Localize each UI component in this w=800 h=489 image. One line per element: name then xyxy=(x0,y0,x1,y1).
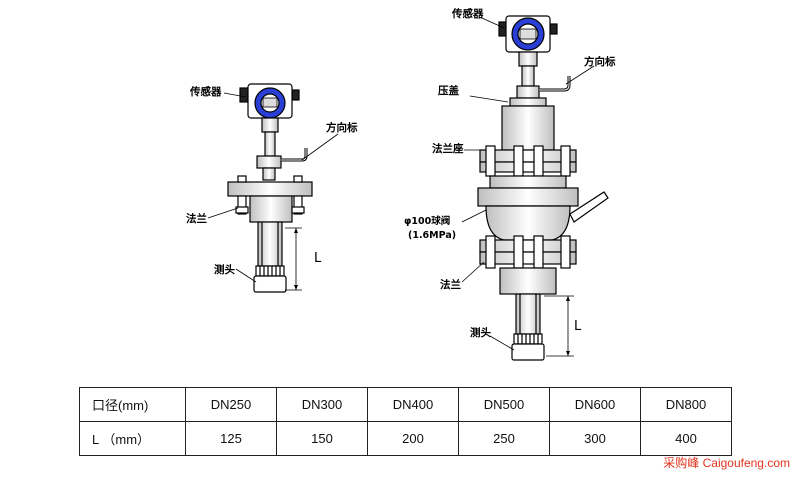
left-sensor-head xyxy=(239,83,300,119)
spec-row-label: L （mm） xyxy=(79,421,186,456)
spec-length-cell: 125 xyxy=(185,421,277,456)
spec-length-cell: 200 xyxy=(367,421,459,456)
spec-diameter-cell: DN500 xyxy=(458,387,550,422)
spec-length-cell: 300 xyxy=(549,421,641,456)
right-probe-label: 测头 xyxy=(470,326,491,339)
left-probe-label: 测头 xyxy=(214,263,235,276)
left-sensor-label: 传感器 xyxy=(189,85,222,98)
right-diagram xyxy=(461,15,609,361)
left-flange-label: 法兰 xyxy=(186,212,207,225)
right-sensor-head xyxy=(498,15,558,53)
right-dim-label: L xyxy=(574,319,582,334)
left-diagram xyxy=(207,83,339,293)
right-valve-pressure-label: (1.6MPa) xyxy=(408,230,456,241)
spec-diameter-cell: DN600 xyxy=(549,387,641,422)
right-sensor-label: 传感器 xyxy=(451,7,484,20)
spec-length-cell: 400 xyxy=(640,421,732,456)
spec-row-diameter: 口径(mm) DN250 DN300 DN400 DN500 DN600 DN8… xyxy=(79,387,732,422)
right-valve-label: φ100球阀 xyxy=(404,215,450,227)
spec-header-label: 口径(mm) xyxy=(79,387,186,422)
spec-diameter-cell: DN300 xyxy=(276,387,368,422)
spec-diameter-cell: DN400 xyxy=(367,387,459,422)
spec-table: 口径(mm) DN250 DN300 DN400 DN500 DN600 DN8… xyxy=(79,387,732,456)
spec-diameter-cell: DN250 xyxy=(185,387,277,422)
spec-row-length: L （mm） 125 150 200 250 300 400 xyxy=(79,421,732,456)
left-direction-label: 方向标 xyxy=(326,121,358,134)
spec-diameter-cell: DN800 xyxy=(640,387,732,422)
left-dim-label: L xyxy=(314,251,322,266)
installation-diagrams: 传感器 方向标 法兰 测头 L xyxy=(186,7,616,361)
right-direction-label: 方向标 xyxy=(584,55,616,68)
right-gland-label: 压盖 xyxy=(438,84,459,97)
watermark: 采购峰 Caigoufeng.com xyxy=(663,456,790,470)
right-flange-label: 法兰 xyxy=(440,278,461,291)
right-flange-seat-label: 法兰座 xyxy=(432,142,464,155)
spec-length-cell: 150 xyxy=(276,421,368,456)
spec-length-cell: 250 xyxy=(458,421,550,456)
